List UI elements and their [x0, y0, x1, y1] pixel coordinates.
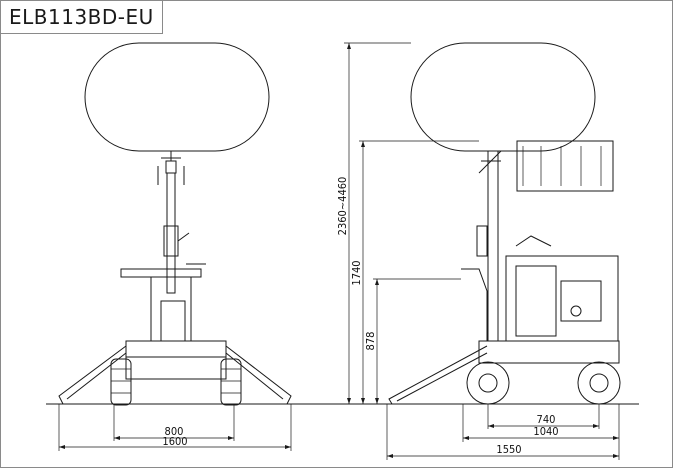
side-view: 2360~4460 1740 878 740 1040	[336, 42, 621, 460]
drawing-title: ELB113BD-EU	[1, 1, 163, 34]
side-wheel-front	[577, 361, 621, 405]
dim-side-height-range: 2360~4460	[336, 177, 349, 236]
side-handle	[461, 268, 488, 341]
dim-front-outer-width: 1600	[162, 435, 187, 448]
front-handle	[120, 268, 202, 278]
dim-side-total-length: 1550	[496, 443, 521, 456]
front-view: 800 1600	[58, 42, 292, 451]
side-cover	[516, 140, 614, 192]
front-wheel-right	[220, 358, 242, 406]
front-wheel-left	[110, 358, 132, 406]
side-wheel-rear	[466, 361, 510, 405]
front-mast	[166, 172, 176, 294]
front-balloon	[84, 42, 270, 152]
front-outrigger-left	[58, 345, 127, 405]
dim-side-wheelbase-inner: 740	[537, 413, 556, 426]
dim-side-height-1740: 1740	[350, 260, 363, 285]
side-balloon	[410, 42, 596, 152]
side-mast	[487, 150, 499, 342]
side-chassis	[478, 340, 620, 364]
front-frame	[125, 340, 227, 380]
side-outrigger	[388, 345, 488, 405]
dim-side-height-878: 878	[364, 332, 377, 351]
dim-side-wheelbase-outer: 1040	[533, 425, 558, 438]
front-outrigger-right	[225, 345, 292, 405]
dim-front-inner-width: 800	[165, 425, 184, 438]
front-mast-head	[161, 151, 181, 174]
